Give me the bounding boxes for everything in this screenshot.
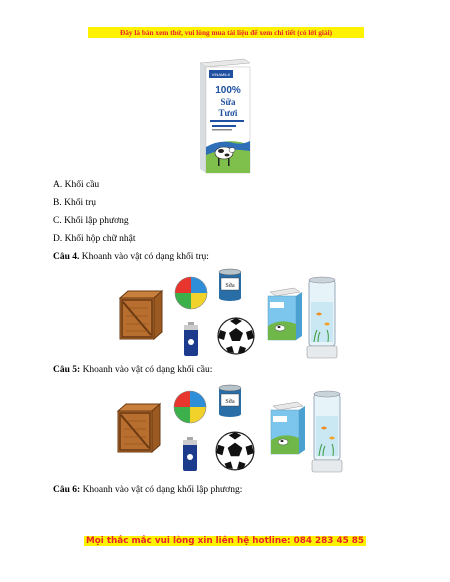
question-4: Câu 4. Khoanh vào vật có dạng khối trụ: [53,252,209,262]
option-c: C. Khối lập phương [53,216,129,226]
hotline-footer: Mọi thắc mắc vui lòng xin liên hệ hotlin… [0,536,450,546]
fish-tank-image [306,276,338,359]
battery-image [184,322,198,356]
question-5: Câu 5: Khoanh vào vật có dạng khối cầu: [53,365,212,375]
beach-ball-image [174,276,208,310]
option-a: A. Khối cầu [53,180,100,190]
wooden-crate-image-2 [116,402,162,454]
juice-carton-image-2 [270,401,305,455]
question-6-label: Câu 6: [53,485,81,495]
can-label-2: Sữa [225,399,235,405]
question-5-text: Khoanh vào vật có dạng khối cầu: [80,365,213,375]
fish-tank-image-2 [311,390,343,473]
hotline-text: Mọi thắc mắc vui lòng xin liên hệ hotlin… [83,536,367,546]
option-b: B. Khối trụ [53,198,97,208]
juice-carton-image [267,287,302,341]
question-4-text: Khoanh vào vật có dạng khối trụ: [79,252,209,262]
milk-carton-image: VINAMILK 100% Sữa Tươi [199,58,251,174]
beach-ball-image-2 [173,390,207,424]
soccer-ball-image-2 [215,431,255,471]
question-4-label: Câu 4. [53,252,80,262]
battery-image-2 [183,437,197,471]
milk-line2: Tươi [219,108,238,118]
milk-line1: Sữa [221,97,236,107]
question-6: Câu 6: Khoanh vào vật có dạng khối lập p… [53,485,242,495]
brand-text: VINAMILK [212,72,231,77]
pct-text: 100% [215,85,241,96]
option-d: D. Khối hộp chữ nhật [53,234,136,244]
can-label: Sữa [225,283,235,289]
preview-notice: Đây là bản xem thử, vui lòng mua tài liệ… [88,27,364,38]
question-5-label: Câu 5: [53,365,81,375]
milk-can-image-2: Sữa [218,384,242,417]
milk-can-image: Sữa [218,268,242,301]
wooden-crate-image [118,290,164,340]
question-6-text: Khoanh vào vật có dạng khối lập phương: [80,485,243,495]
soccer-ball-image [217,317,255,355]
